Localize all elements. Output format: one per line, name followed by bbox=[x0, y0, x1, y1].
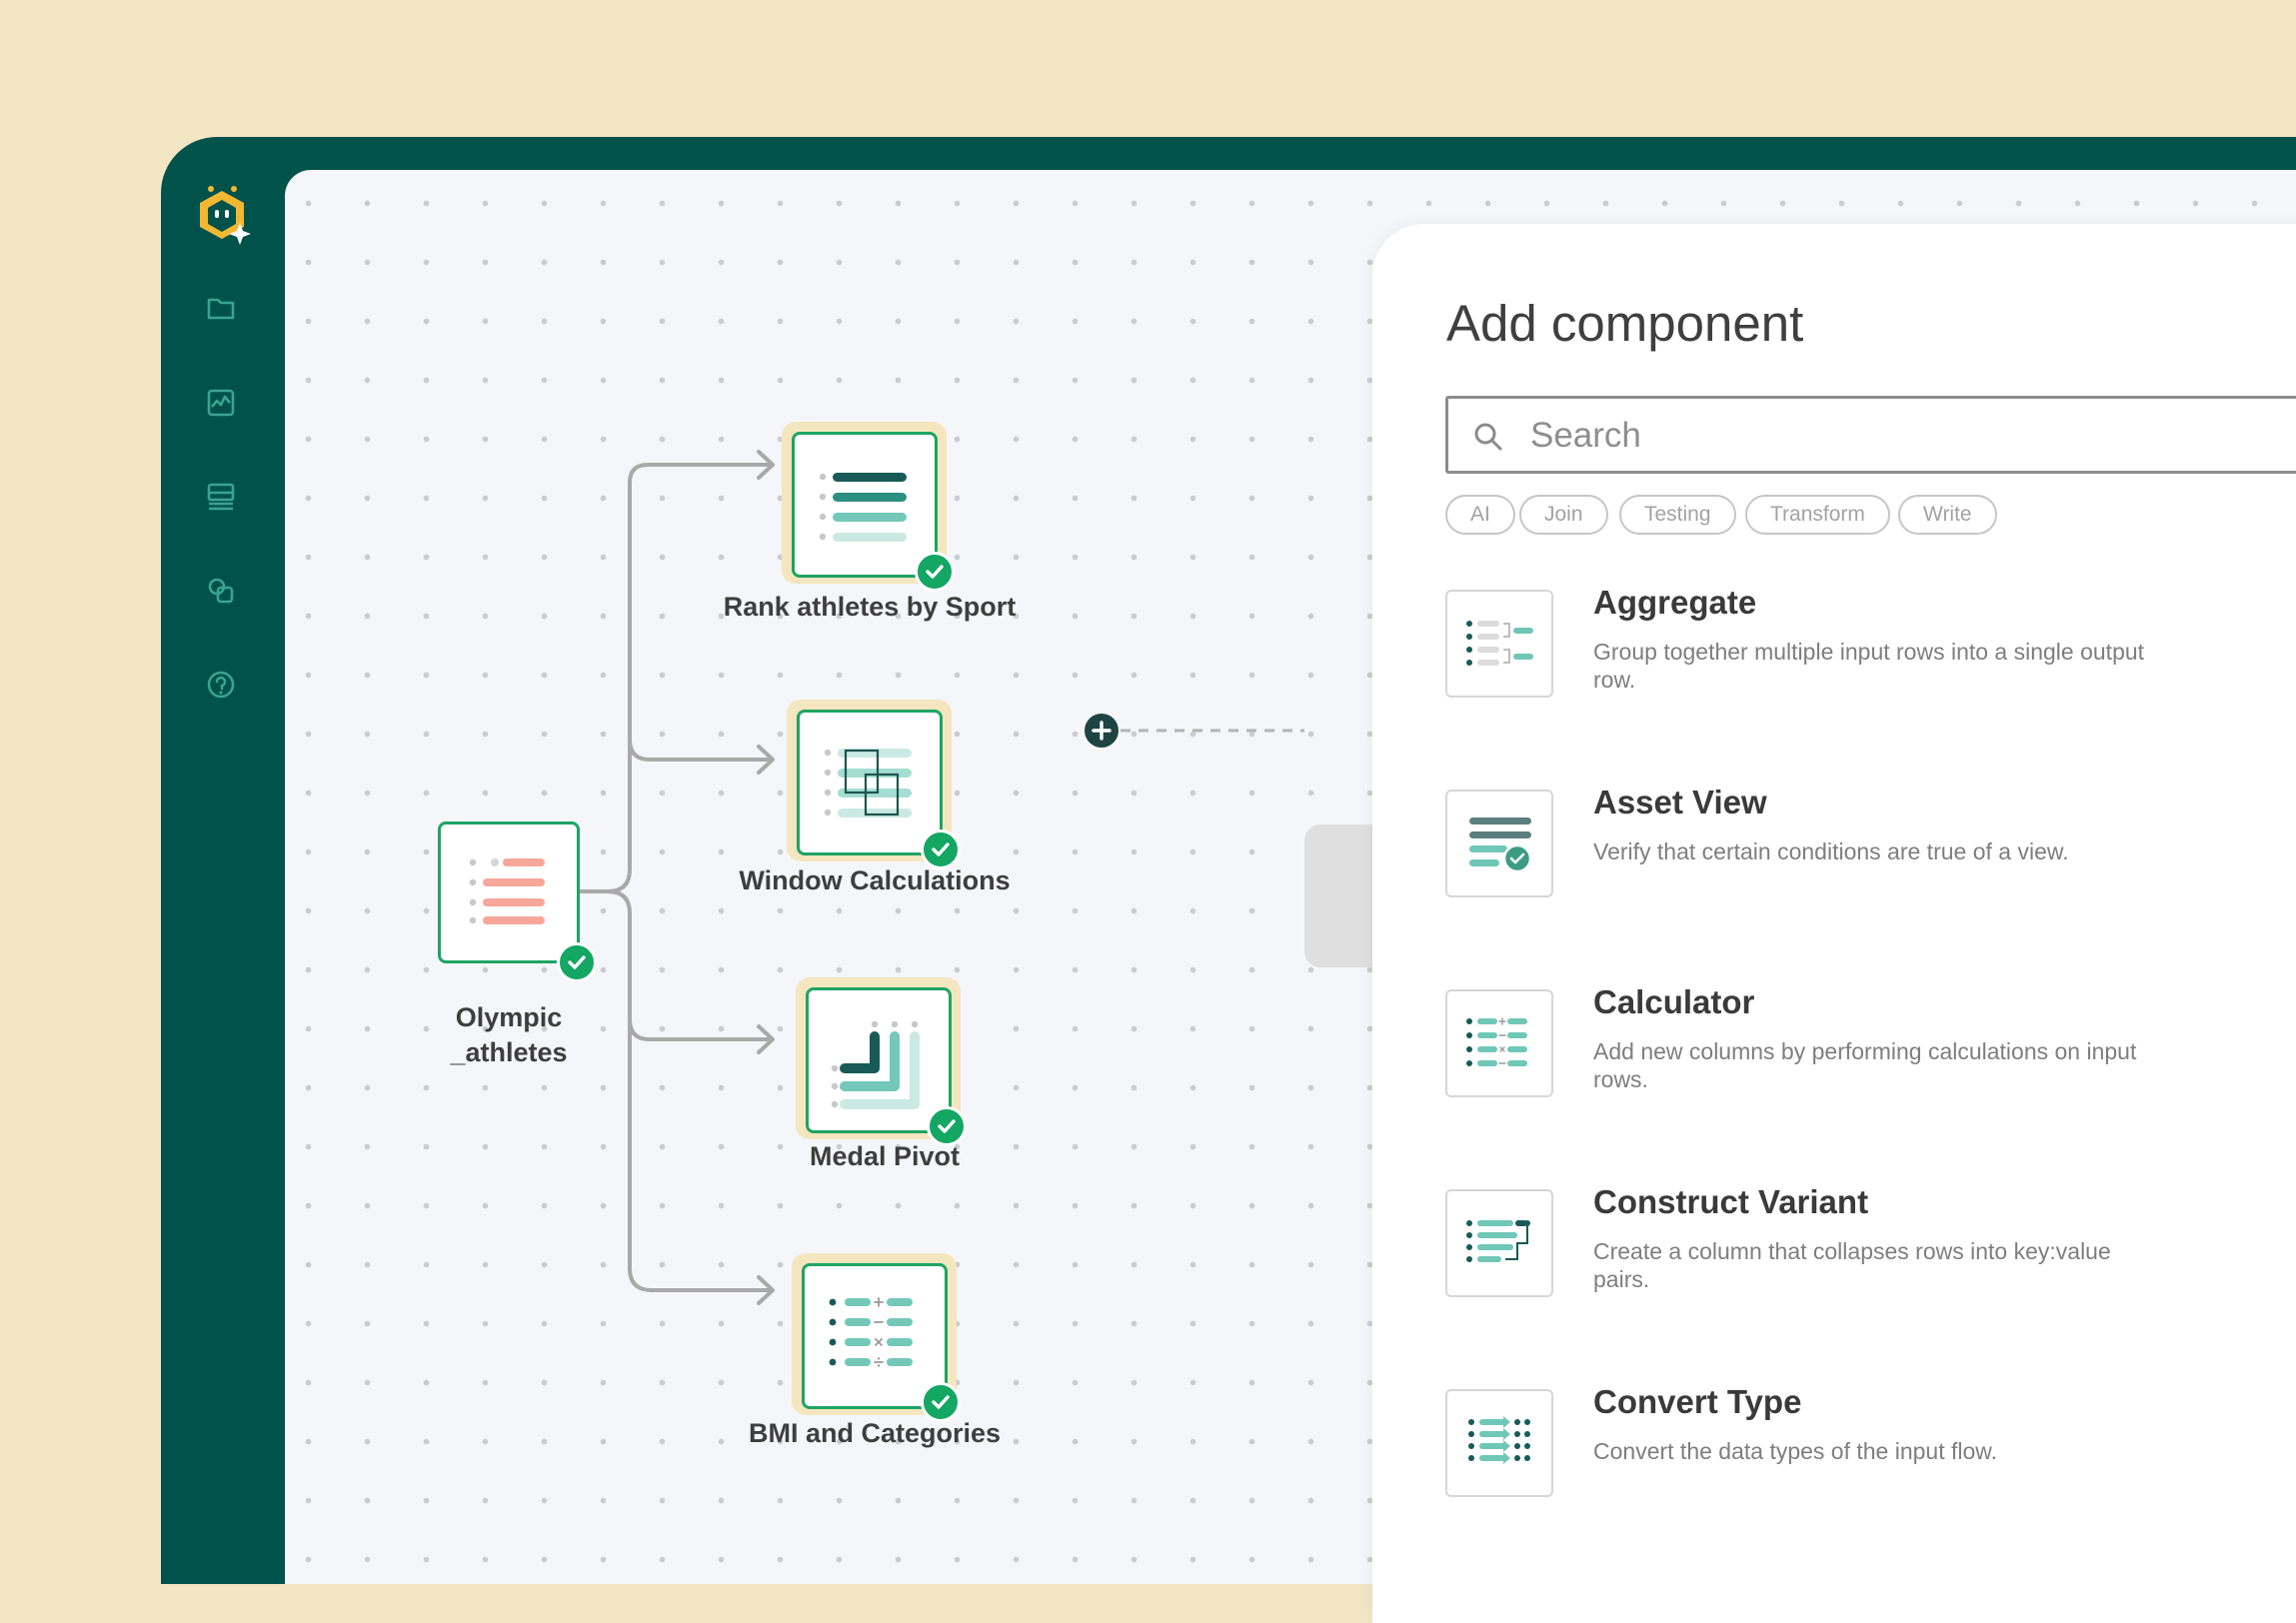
source-node-olympic-athletes[interactable] bbox=[438, 821, 580, 963]
component-asset-view[interactable]: Asset View Verify that certain condition… bbox=[1445, 784, 2165, 909]
search-box[interactable] bbox=[1445, 396, 2296, 474]
node-medal-pivot[interactable] bbox=[806, 987, 952, 1133]
component-calculator[interactable]: Calculator Add new columns by performing… bbox=[1445, 983, 2165, 1109]
database-icon[interactable] bbox=[203, 479, 239, 515]
window-calc-icon bbox=[824, 749, 912, 817]
component-description: Group together multiple input rows into … bbox=[1593, 639, 2145, 693]
sidebar bbox=[161, 137, 285, 1584]
component-construct-variant[interactable]: Construct Variant Create a column that c… bbox=[1445, 1183, 2165, 1309]
success-check-icon bbox=[921, 1382, 961, 1422]
node-bmi-categories[interactable] bbox=[802, 1263, 948, 1409]
node-rank-athletes[interactable] bbox=[792, 432, 938, 578]
component-description: Convert the data types of the input flow… bbox=[1593, 1438, 1998, 1464]
component-title: Aggregate bbox=[1593, 584, 1757, 621]
construct-variant-icon bbox=[1445, 1189, 1553, 1297]
component-title: Asset View bbox=[1593, 784, 1767, 820]
component-convert-type[interactable]: Convert Type Convert the data types of t… bbox=[1445, 1383, 2165, 1509]
connector-lines bbox=[578, 450, 1304, 1305]
convert-type-icon bbox=[1445, 1389, 1553, 1497]
aggregate-icon bbox=[1445, 590, 1553, 698]
component-title: Construct Variant bbox=[1593, 1183, 1869, 1220]
shapes-icon[interactable] bbox=[203, 573, 239, 609]
help-icon[interactable] bbox=[203, 667, 239, 703]
node-label: Window Calculations bbox=[739, 865, 1011, 895]
source-table-icon bbox=[469, 858, 545, 924]
component-description: Add new columns by performing calculatio… bbox=[1593, 1038, 2137, 1092]
panel-title: Add component bbox=[1446, 295, 1804, 352]
filter-chip-testing[interactable]: Testing bbox=[1619, 495, 1736, 535]
component-title: Calculator bbox=[1593, 983, 1755, 1020]
node-label: Rank athletes by Sport bbox=[723, 592, 1017, 622]
folder-icon[interactable] bbox=[203, 290, 239, 326]
filter-chip-join[interactable]: Join bbox=[1519, 495, 1608, 535]
add-step-button[interactable] bbox=[1085, 714, 1119, 748]
component-description: Create a column that collapses rows into… bbox=[1593, 1238, 2111, 1292]
pivot-icon bbox=[831, 1020, 920, 1109]
bot-hexagon-logo[interactable] bbox=[194, 183, 254, 247]
node-window-calculations[interactable] bbox=[797, 710, 943, 855]
filter-chip-ai[interactable]: AI bbox=[1445, 495, 1515, 535]
search-input[interactable] bbox=[1528, 409, 2296, 463]
node-label: Medal Pivot bbox=[809, 1141, 961, 1171]
source-node-label: Olympic _athletes bbox=[450, 1002, 568, 1067]
activity-chart-icon[interactable] bbox=[203, 385, 239, 421]
success-check-icon bbox=[921, 829, 961, 869]
plus-icon bbox=[1092, 721, 1112, 741]
component-aggregate[interactable]: Aggregate Group together multiple input … bbox=[1445, 584, 2165, 710]
filter-chip-transform[interactable]: Transform bbox=[1745, 495, 1890, 535]
component-title: Convert Type bbox=[1593, 1383, 1802, 1420]
success-check-icon bbox=[927, 1106, 967, 1146]
success-check-icon bbox=[557, 942, 597, 982]
calculator-icon bbox=[1445, 989, 1553, 1097]
success-check-icon bbox=[915, 552, 955, 592]
component-description: Verify that certain conditions are true … bbox=[1593, 838, 2069, 864]
search-icon bbox=[1474, 423, 1502, 451]
asset-view-icon bbox=[1445, 790, 1553, 897]
calculator-grid-icon bbox=[829, 1297, 913, 1367]
filter-chip-write[interactable]: Write bbox=[1898, 495, 1997, 535]
node-label: BMI and Categories bbox=[748, 1418, 1002, 1448]
add-component-panel: Add component AI Join Testing Transform … bbox=[1372, 224, 2296, 1623]
rank-list-icon bbox=[819, 473, 907, 542]
